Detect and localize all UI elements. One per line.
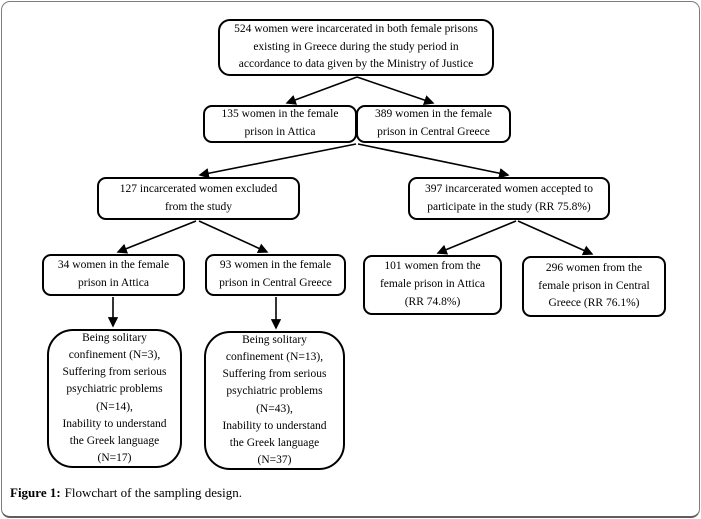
node-central-greece-prison: 389 women in the female prison in Centra…	[356, 105, 511, 143]
node-attica-prison: 135 women in the female prison in Attica	[203, 105, 357, 143]
figure-caption-label: Figure 1:	[10, 485, 61, 500]
node-exclusion-reasons-central: Being solitary confinement (N=13), Suffe…	[204, 331, 345, 470]
node-total-population: 524 women were incarcerated in both fema…	[218, 19, 494, 76]
node-accepted-attica: 101 women from the female prison in Atti…	[363, 255, 502, 315]
node-excluded-women: 127 incarcerated women excluded from the…	[97, 177, 300, 220]
connector-accepted-to-attica101	[436, 220, 517, 255]
connector-prisons-to-excluded	[198, 143, 357, 179]
connector-accepted-to-central296	[517, 220, 594, 256]
connector-prisons-to-accepted	[357, 143, 510, 179]
node-excluded-attica: 34 women in the female prison in Attica	[42, 254, 185, 296]
node-exclusion-reasons-attica: Being solitary confinement (N=3), Suffer…	[47, 329, 182, 468]
connector-total-to-attica	[285, 76, 358, 105]
connector-total-to-central	[356, 76, 435, 106]
node-accepted-women: 397 incarcerated women accepted to parti…	[408, 177, 610, 220]
node-excluded-central: 93 women in the female prison in Central…	[205, 254, 346, 296]
connector-excluded-to-central93	[198, 220, 269, 254]
node-accepted-central: 296 women from the female prison in Cent…	[522, 256, 666, 317]
connector-excluded-to-attica34	[116, 220, 197, 254]
figure-caption: Figure 1:Flowchart of the sampling desig…	[10, 485, 242, 501]
figure-caption-text: Flowchart of the sampling design.	[64, 485, 242, 500]
